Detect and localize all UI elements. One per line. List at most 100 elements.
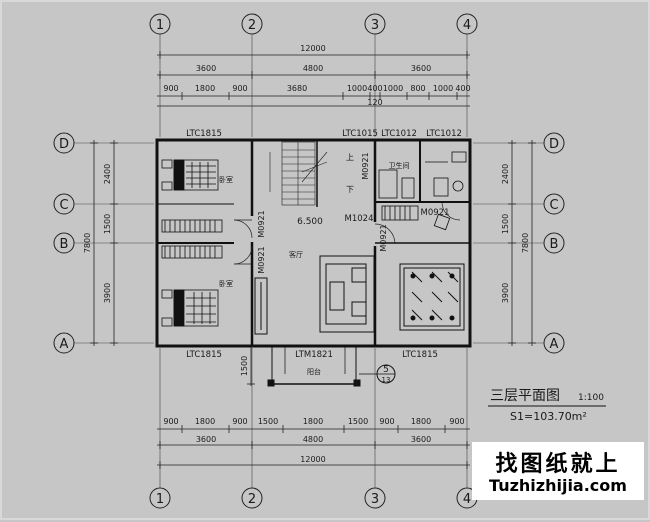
label-door-4: M0921 xyxy=(379,224,388,251)
axis-row-d-right: D xyxy=(549,137,559,152)
axis-row-a-right: A xyxy=(550,337,559,352)
axis-bubbles xyxy=(53,13,565,509)
dim-text-top: 12000 3600 4800 3600 900 1800 900 3680 1… xyxy=(163,44,470,107)
dim-bot-d6: 1500 xyxy=(348,417,368,426)
dim-bot-d2: 1800 xyxy=(195,417,215,426)
dim-top-d6: 400 xyxy=(367,84,382,93)
label-door-6: M1024 xyxy=(345,214,374,224)
section-mark: 5 13 xyxy=(359,364,396,384)
label-win-top-3: LTC1012 xyxy=(381,129,417,139)
label-win-top-4: LTC1012 xyxy=(426,129,462,139)
dim-text-sides: 2400 1500 3900 7800 2400 1500 3900 7800 … xyxy=(83,164,530,376)
window-labels: LTC1815 LTC1015 LTC1012 LTC1012 LTC1815 … xyxy=(186,129,462,360)
bed-bottom xyxy=(161,289,219,327)
wardrobes xyxy=(161,219,223,259)
bed-top xyxy=(161,159,219,191)
dim-left-3: 3900 xyxy=(103,283,112,303)
dim-right-2: 1500 xyxy=(501,214,510,234)
dim-left-2: 1500 xyxy=(103,214,112,234)
drawing-title: 三层平面图 1:100 S1=103.70m² xyxy=(488,388,606,423)
stair-up-label: 上 xyxy=(346,153,354,162)
watermark-brand: 找图纸就上 Tuzhizhijia.com xyxy=(472,442,644,500)
axis-col-4: 4 xyxy=(463,18,471,33)
dim-right-1: 2400 xyxy=(501,164,510,184)
axis-row-c-right: C xyxy=(549,198,558,213)
title-area: S1=103.70m² xyxy=(510,410,587,423)
dining-table xyxy=(399,263,465,331)
dim-top-d9: 1000 xyxy=(433,84,453,93)
label-door-2: M0921 xyxy=(257,246,266,273)
label-win-bot-2: LTM1821 xyxy=(295,350,333,360)
label-bedroom-2: 卧室 xyxy=(219,279,233,288)
axis-row-b-right: B xyxy=(550,237,559,252)
dim-top-d4: 3680 xyxy=(287,84,307,93)
axis-col-4-bottom: 4 xyxy=(463,492,471,507)
walls xyxy=(155,138,472,348)
door-swings xyxy=(233,201,461,265)
dim-bot-d1: 900 xyxy=(163,417,178,426)
dim-left-total: 7800 xyxy=(83,233,92,253)
label-bedroom-1: 卧室 xyxy=(219,175,233,184)
dim-top-sub-3: 3600 xyxy=(411,64,431,73)
axis-row-d: D xyxy=(59,137,69,152)
label-door-1: M0921 xyxy=(257,210,266,237)
axis-row-c: C xyxy=(59,198,68,213)
title-name: 三层平面图 xyxy=(490,388,560,404)
stair-down-label: 下 xyxy=(346,185,354,194)
dim-left-1: 2400 xyxy=(103,164,112,184)
dim-top-d7: 1000 xyxy=(383,84,403,93)
label-win-top-2: LTC1015 xyxy=(342,129,378,139)
axis-row-a: A xyxy=(60,337,69,352)
dim-top-d5: 1000 xyxy=(347,84,367,93)
label-win-bot-3: LTC1815 xyxy=(402,350,438,360)
dim-top-sub-1: 3600 xyxy=(196,64,216,73)
label-win-top-1: LTC1815 xyxy=(186,129,222,139)
balcony xyxy=(267,346,361,387)
door-labels-vertical: M0921 M0921 M0921 M0921 xyxy=(257,152,388,273)
dim-balcony: 1500 xyxy=(240,356,249,376)
axis-col-3-bottom: 3 xyxy=(371,492,379,507)
axis-col-1: 1 xyxy=(156,18,164,33)
dim-lines-sides xyxy=(90,140,536,386)
axis-row-b: B xyxy=(60,237,69,252)
dim-top-d3: 900 xyxy=(232,84,247,93)
label-door-3: M0921 xyxy=(361,152,370,179)
dim-right-3: 3900 xyxy=(501,283,510,303)
dim-text-bottom: 900 1800 900 1500 1800 1500 900 1800 900… xyxy=(163,417,464,464)
label-door-5: M0921 xyxy=(421,208,450,218)
brand-url: Tuzhizhijia.com xyxy=(489,476,627,495)
dim-top-d2: 1800 xyxy=(195,84,215,93)
dim-bot-d5: 1800 xyxy=(303,417,323,426)
dim-bot-d3: 900 xyxy=(232,417,247,426)
desk-chair xyxy=(381,205,451,231)
dim-right-total: 7800 xyxy=(521,233,530,253)
dim-top-total: 12000 xyxy=(300,44,325,53)
label-elevation: 6.500 xyxy=(297,217,323,227)
title-scale: 1:100 xyxy=(578,393,604,403)
dim-bot-sub-3: 3600 xyxy=(411,435,431,444)
dim-bot-d8: 1800 xyxy=(411,417,431,426)
dim-bot-total: 12000 xyxy=(300,455,325,464)
axis-col-1-bottom: 1 xyxy=(156,492,164,507)
dim-bot-sub-2: 4800 xyxy=(303,435,323,444)
room-labels: 卧室 卧室 客厅 卫生间 阳台 xyxy=(219,161,410,376)
label-win-bot-1: LTC1815 xyxy=(186,350,222,360)
dim-top-d1: 900 xyxy=(163,84,178,93)
dim-bot-d9: 900 xyxy=(449,417,464,426)
dim-lines-bottom xyxy=(157,425,470,469)
label-toilet: 卫生间 xyxy=(389,161,410,170)
section-number: 5 xyxy=(383,365,389,375)
axis-col-3: 3 xyxy=(371,18,379,33)
dim-lines-top xyxy=(157,51,470,107)
dim-bot-d4: 1500 xyxy=(258,417,278,426)
dim-top-extra: 120 xyxy=(367,98,382,107)
dim-bot-sub-1: 3600 xyxy=(196,435,216,444)
sofa-set xyxy=(319,255,375,333)
label-balcony: 阳台 xyxy=(307,367,321,376)
section-ref: 13 xyxy=(382,376,391,384)
stair-text: 上 下 xyxy=(346,153,354,194)
dim-top-d8: 800 xyxy=(410,84,425,93)
label-hall: 客厅 xyxy=(289,250,303,259)
